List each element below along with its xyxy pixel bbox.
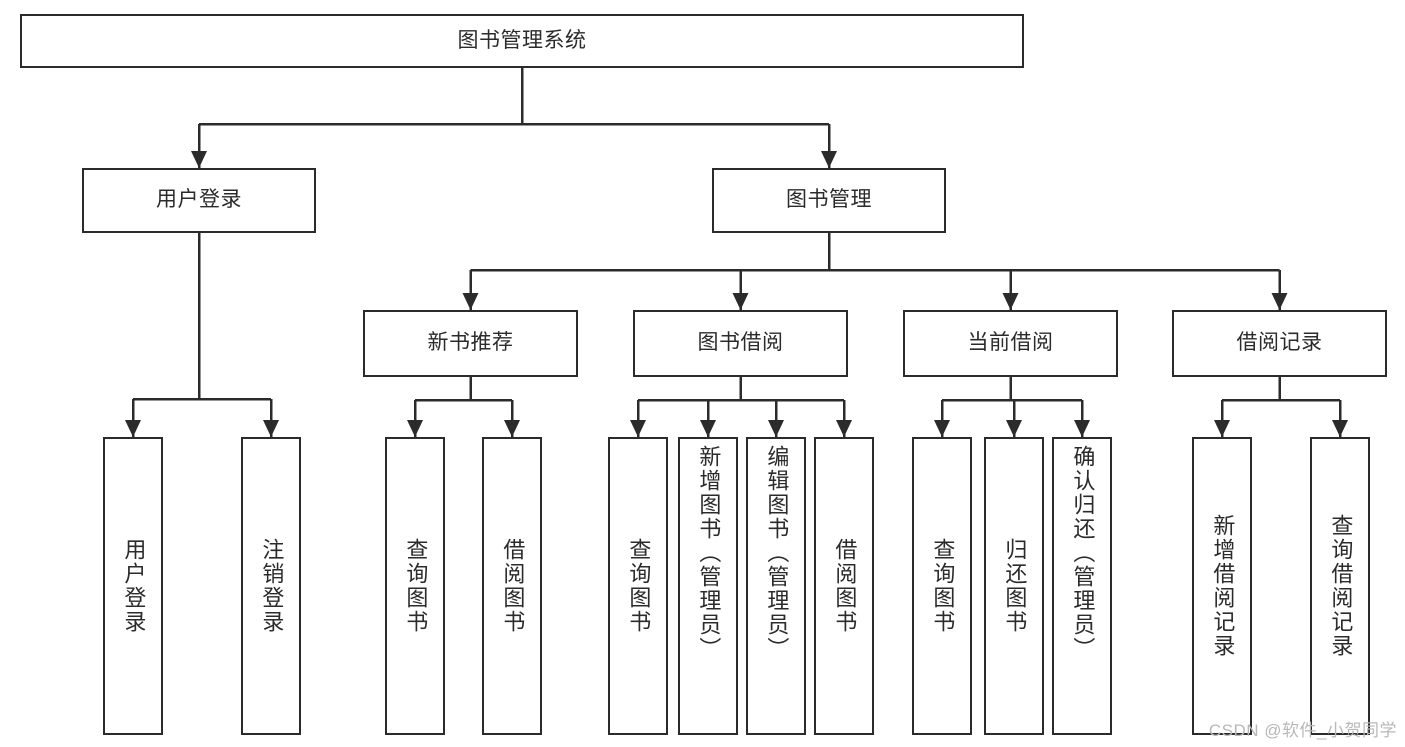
node-label: 编辑图书（管理员） bbox=[764, 445, 790, 661]
node-label: 查询图书 bbox=[403, 538, 429, 634]
node-label: 借阅图书 bbox=[500, 538, 526, 634]
leaf-query-books-recommend[interactable]: 查询图书 bbox=[385, 437, 445, 735]
leaf-confirm-return-admin[interactable]: 确认归还（管理员） bbox=[1052, 437, 1112, 735]
node-new-book-recommendation[interactable]: 新书推荐 bbox=[363, 310, 578, 377]
node-label: 新增图书（管理员） bbox=[696, 445, 722, 661]
node-label: 注销登录 bbox=[259, 538, 285, 634]
node-label: 确认归还（管理员） bbox=[1070, 445, 1096, 661]
node-label: 查询图书 bbox=[930, 538, 956, 634]
leaf-edit-book-admin[interactable]: 编辑图书（管理员） bbox=[746, 437, 806, 735]
leaf-add-book-admin[interactable]: 新增图书（管理员） bbox=[678, 437, 738, 735]
node-book-borrowing[interactable]: 图书借阅 bbox=[633, 310, 848, 377]
node-label: 用户登录 bbox=[121, 538, 147, 634]
node-label: 查询图书 bbox=[626, 538, 652, 634]
node-label: 查询借阅记录 bbox=[1328, 514, 1354, 658]
node-root[interactable]: 图书管理系统 bbox=[20, 14, 1024, 68]
leaf-borrow-books-recommend[interactable]: 借阅图书 bbox=[482, 437, 542, 735]
node-user-login[interactable]: 用户登录 bbox=[82, 168, 316, 233]
node-label: 图书管理 bbox=[786, 188, 872, 212]
leaf-user-login[interactable]: 用户登录 bbox=[103, 437, 163, 735]
node-book-management[interactable]: 图书管理 bbox=[712, 168, 946, 233]
leaf-logout[interactable]: 注销登录 bbox=[241, 437, 301, 735]
node-label: 新书推荐 bbox=[427, 331, 514, 355]
leaf-borrow-book[interactable]: 借阅图书 bbox=[814, 437, 874, 735]
node-borrowing-records[interactable]: 借阅记录 bbox=[1172, 310, 1387, 377]
watermark: CSDN @软件_小贺同学 bbox=[1208, 721, 1397, 740]
node-label: 归还图书 bbox=[1002, 538, 1028, 634]
node-label: 图书管理系统 bbox=[457, 28, 587, 52]
node-label: 借阅记录 bbox=[1236, 331, 1323, 355]
node-label: 新增借阅记录 bbox=[1210, 514, 1236, 658]
node-label: 借阅图书 bbox=[832, 538, 858, 634]
node-label: 用户登录 bbox=[156, 188, 242, 212]
leaf-return-book[interactable]: 归还图书 bbox=[984, 437, 1044, 735]
node-current-borrowing[interactable]: 当前借阅 bbox=[903, 310, 1118, 377]
node-label: 当前借阅 bbox=[967, 331, 1054, 355]
leaf-query-borrow-record[interactable]: 查询借阅记录 bbox=[1310, 437, 1370, 735]
leaf-query-books-current[interactable]: 查询图书 bbox=[912, 437, 972, 735]
leaf-query-books-borrow[interactable]: 查询图书 bbox=[608, 437, 668, 735]
node-label: 图书借阅 bbox=[697, 331, 784, 355]
leaf-add-borrow-record[interactable]: 新增借阅记录 bbox=[1192, 437, 1252, 735]
